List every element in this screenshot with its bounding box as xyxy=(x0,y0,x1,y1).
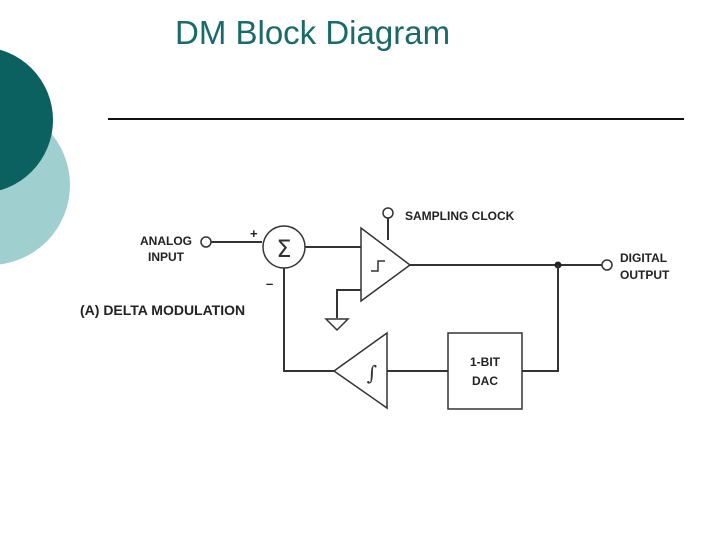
dac-label-line2: DAC xyxy=(472,374,498,388)
title-underline xyxy=(108,118,684,120)
digital-output-label-line1: DIGITAL xyxy=(620,251,667,265)
sigma-symbol: Σ xyxy=(276,235,291,263)
integral-symbol: ∫ xyxy=(367,361,377,385)
dac-label-line1: 1-BIT xyxy=(470,355,501,369)
decorative-circles xyxy=(0,49,70,265)
integrator-triangle xyxy=(332,331,388,410)
comparator-triangle xyxy=(360,226,412,303)
dark-teal-circle xyxy=(0,49,53,191)
ground-icon xyxy=(324,318,350,332)
digital-output-label-line2: OUTPUT xyxy=(620,268,670,282)
analog-input-label-line1: ANALOG xyxy=(140,234,192,248)
integrator-to-summer-wire xyxy=(283,268,334,372)
dac-block xyxy=(447,332,523,410)
output-terminal xyxy=(601,259,613,271)
analog-input-label-line2: INPUT xyxy=(148,250,185,264)
delta-modulation-caption: (A) DELTA MODULATION xyxy=(80,302,245,318)
sampling-clock-label: SAMPLING CLOCK xyxy=(405,209,515,223)
ground-wire xyxy=(336,289,361,318)
feedback-to-dac-wire xyxy=(522,265,559,372)
slide-title: DM Block Diagram xyxy=(175,14,451,51)
step-icon xyxy=(371,260,385,272)
input-terminal xyxy=(200,236,212,248)
plus-sign: + xyxy=(250,226,258,241)
clock-terminal xyxy=(382,207,394,219)
minus-sign: – xyxy=(266,276,273,291)
